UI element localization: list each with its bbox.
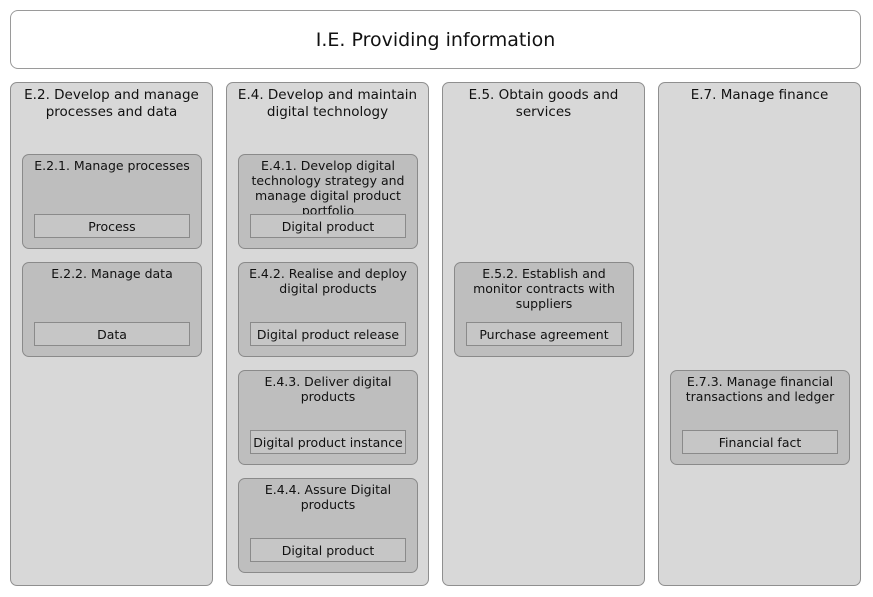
card-title: E.4.2. Realise and deploy digital produc… — [249, 266, 407, 296]
card-title: E.4.3. Deliver digital products — [264, 374, 392, 404]
diagram-title: I.E. Providing information — [315, 28, 556, 51]
card-title: E.7.3. Manage financial transactions and… — [685, 374, 835, 404]
card-e2-2: E.2.2. Manage data Data — [22, 262, 202, 357]
card-title: E.4.1. Develop digital technology strate… — [251, 158, 405, 214]
entity-box: Digital product — [250, 538, 406, 562]
entity-box: Digital product instance — [250, 430, 406, 454]
card-title: E.2.2. Manage data — [51, 266, 173, 281]
column-title: E.2. Develop and manage processes and da… — [24, 87, 199, 120]
entity-box: Digital product — [250, 214, 406, 238]
card-title: E.4.4. Assure Digital products — [264, 482, 392, 512]
card-e7-3: E.7.3. Manage financial transactions and… — [670, 370, 850, 465]
column-title: E.5. Obtain goods and services — [468, 87, 619, 120]
entity-box: Financial fact — [682, 430, 838, 454]
entity-box: Digital product release — [250, 322, 406, 346]
column-e5: E.5. Obtain goods and services E.5.2. Es… — [442, 82, 645, 586]
entity-box: Process — [34, 214, 190, 238]
column-title: E.7. Manage finance — [690, 87, 829, 103]
card-title: E.2.1. Manage processes — [34, 158, 190, 173]
diagram-title-box: I.E. Providing information — [10, 10, 861, 69]
card-e4-4: E.4.4. Assure Digital products Digital p… — [238, 478, 418, 573]
card-e2-1: E.2.1. Manage processes Process — [22, 154, 202, 249]
card-e4-3: E.4.3. Deliver digital products Digital … — [238, 370, 418, 465]
column-e4: E.4. Develop and maintain digital techno… — [226, 82, 429, 586]
entity-box: Data — [34, 322, 190, 346]
card-title: E.5.2. Establish and monitor contracts w… — [473, 266, 615, 311]
column-e2: E.2. Develop and manage processes and da… — [10, 82, 213, 586]
column-title: E.4. Develop and maintain digital techno… — [237, 87, 418, 120]
card-e4-1: E.4.1. Develop digital technology strate… — [238, 154, 418, 249]
column-e7: E.7. Manage finance E.7.3. Manage financ… — [658, 82, 861, 586]
card-e4-2: E.4.2. Realise and deploy digital produc… — [238, 262, 418, 357]
entity-box: Purchase agreement — [466, 322, 622, 346]
card-e5-2: E.5.2. Establish and monitor contracts w… — [454, 262, 634, 357]
